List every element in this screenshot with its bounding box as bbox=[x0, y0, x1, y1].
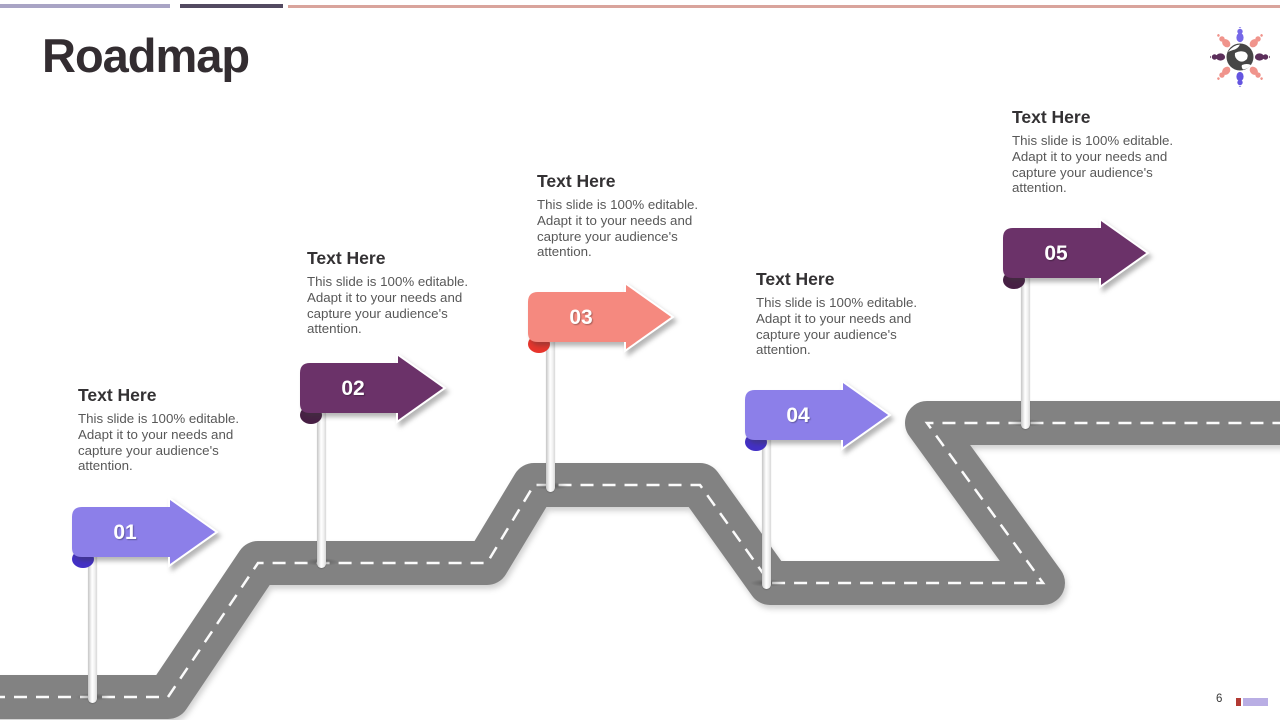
footer-accent-bar-red bbox=[1236, 698, 1241, 706]
arrow-body bbox=[745, 390, 843, 440]
road-surface bbox=[0, 401, 1280, 719]
milestone-number: 05 bbox=[1044, 242, 1068, 265]
milestone-text-block-05: Text Here This slide is 100% editable. A… bbox=[1012, 107, 1174, 196]
arrow-head bbox=[1099, 217, 1150, 289]
arrow-body bbox=[1003, 228, 1101, 278]
milestone-description: This slide is 100% editable. Adapt it to… bbox=[307, 274, 469, 337]
milestone-number: 03 bbox=[569, 306, 592, 329]
milestone-sign-05: 05 bbox=[1003, 217, 1150, 289]
milestone-text-block-02: Text Here This slide is 100% editable. A… bbox=[307, 248, 469, 337]
globe-continent bbox=[1241, 64, 1251, 70]
arrow-head bbox=[841, 379, 892, 451]
milestone-heading: Text Here bbox=[1012, 107, 1091, 127]
signpost-pole-05 bbox=[1021, 273, 1030, 429]
milestone-sign-01: 01 bbox=[72, 496, 219, 568]
arrow-head bbox=[396, 352, 447, 424]
logo-person-topleft bbox=[1217, 34, 1231, 48]
logo-person-left bbox=[1210, 53, 1226, 61]
arrow-body bbox=[528, 292, 626, 342]
brand-bar-line bbox=[288, 5, 1280, 8]
signpost-pole-04 bbox=[762, 436, 771, 589]
page-number: 6 bbox=[1216, 693, 1223, 705]
arrow-body bbox=[72, 507, 170, 557]
milestone-description: This slide is 100% editable. Adapt it to… bbox=[537, 197, 699, 260]
footer-accent-bar-purple bbox=[1243, 698, 1268, 706]
brand-bar-segment-1 bbox=[0, 4, 170, 8]
logo-person-bottomleft bbox=[1217, 66, 1231, 80]
globe-continent bbox=[1228, 44, 1240, 52]
milestone-description: This slide is 100% editable. Adapt it to… bbox=[78, 411, 240, 474]
arrow-body bbox=[300, 363, 398, 413]
logo-person-bottom bbox=[1236, 71, 1244, 87]
milestone-description: This slide is 100% editable. Adapt it to… bbox=[756, 295, 918, 358]
signpost-pole-02 bbox=[317, 413, 326, 568]
signpost-pole-03 bbox=[546, 339, 555, 492]
globe-people-logo-icon bbox=[1210, 27, 1270, 87]
milestone-text-block-01: Text Here This slide is 100% editable. A… bbox=[78, 385, 240, 474]
brand-bar-segment-2 bbox=[180, 4, 283, 8]
arrow-head bbox=[624, 281, 675, 353]
milestone-heading: Text Here bbox=[537, 171, 616, 191]
signpost-pole-01 bbox=[88, 553, 97, 703]
page-title: Roadmap bbox=[42, 29, 250, 82]
milestone-text-block-03: Text Here This slide is 100% editable. A… bbox=[537, 171, 699, 260]
milestone-sign-04: 04 bbox=[745, 379, 892, 451]
milestone-sign-03: 03 bbox=[528, 281, 675, 353]
arrow-head bbox=[168, 496, 219, 568]
logo-person-bottomright bbox=[1249, 66, 1263, 80]
logo-person-right bbox=[1254, 53, 1270, 61]
milestone-number: 01 bbox=[113, 521, 137, 544]
milestone-number: 04 bbox=[786, 404, 810, 427]
milestone-heading: Text Here bbox=[756, 269, 835, 289]
logo-person-top bbox=[1236, 27, 1244, 43]
milestone-text-block-04: Text Here This slide is 100% editable. A… bbox=[756, 269, 918, 358]
milestone-description: This slide is 100% editable. Adapt it to… bbox=[1012, 133, 1174, 196]
milestone-heading: Text Here bbox=[307, 248, 386, 268]
logo-person-topright bbox=[1249, 34, 1263, 48]
globe-continent bbox=[1234, 51, 1248, 62]
milestone-sign-02: 02 bbox=[300, 352, 447, 424]
milestone-number: 02 bbox=[341, 377, 364, 400]
milestone-heading: Text Here bbox=[78, 385, 157, 405]
